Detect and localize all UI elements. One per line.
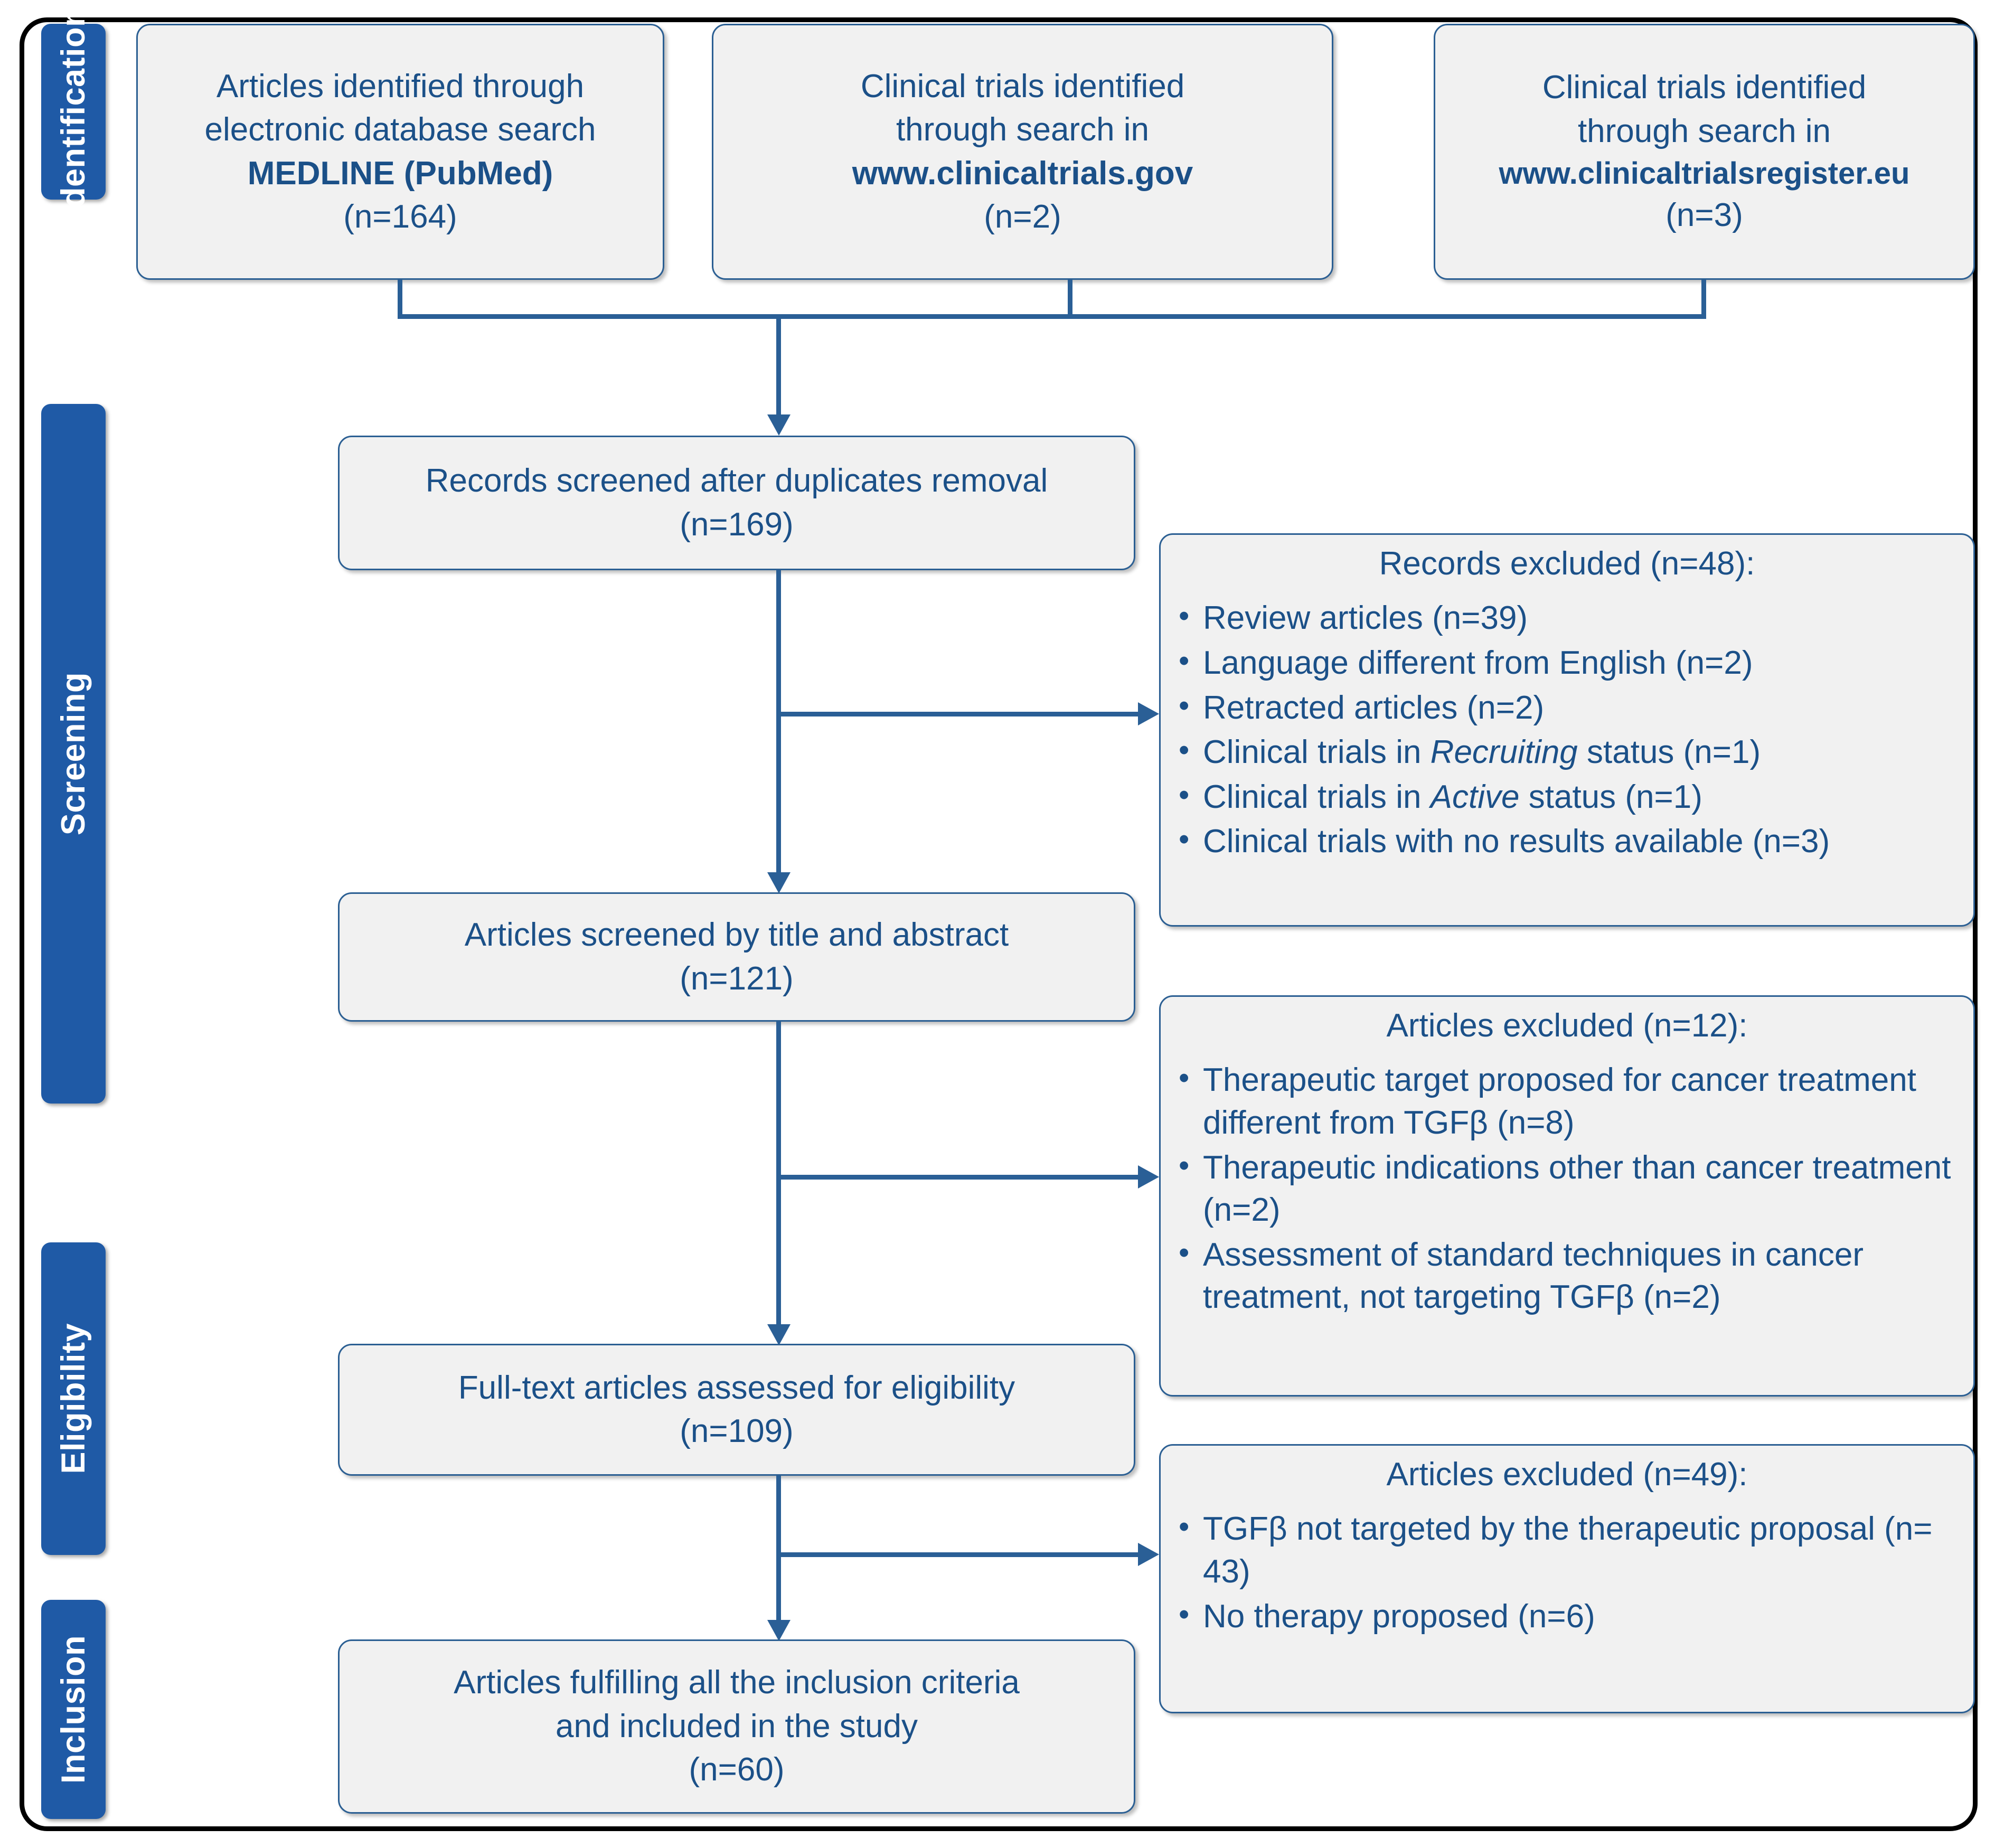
list-item: Clinical trials in Recruiting status (n=… — [1174, 730, 1960, 774]
source-box-clinicaltrialsregister-eu-line1: Clinical trials identified — [1542, 69, 1867, 106]
connector-screened-to-exclusion1 — [776, 712, 1141, 716]
exclusion-box-articles-excluded-49-title: Articles excluded (n=49): — [1386, 1456, 1748, 1493]
source-box-medline-count: (n=164) — [343, 198, 457, 235]
flow-box-records-screened[interactable]: Records screened after duplicates remova… — [338, 436, 1135, 570]
source-box-medline-line2: electronic database search — [204, 111, 596, 148]
exclusion-item-text: Review articles (n=39) — [1203, 600, 1528, 637]
list-item: Review articles (n=39) — [1174, 596, 1960, 640]
flow-box-fulltext-assessed-count: (n=109) — [680, 1413, 794, 1449]
source-box-clinicaltrialsregister-eu-line2: through search in — [1577, 112, 1831, 149]
exclusion-box-articles-excluded-49[interactable]: Articles excluded (n=49): TGFβ not targe… — [1159, 1444, 1975, 1713]
exclusion-item-text-post: status (n=1) — [1577, 734, 1761, 771]
exclusion-item-text: Therapeutic indications other than cance… — [1203, 1149, 1951, 1229]
source-box-clinicaltrialsregister-eu-line3: www.clinicaltrialsregister.eu — [1499, 156, 1910, 191]
list-item: Therapeutic target proposed for cancer t… — [1174, 1058, 1960, 1144]
exclusion-item-text: Retracted articles (n=2) — [1203, 689, 1545, 726]
exclusion-item-text-post: status (n=1) — [1519, 778, 1702, 815]
flow-box-title-abstract-screened[interactable]: Articles screened by title and abstract … — [338, 892, 1135, 1022]
flow-box-articles-included[interactable]: Articles fulfilling all the inclusion cr… — [338, 1639, 1135, 1814]
list-item: Language different from English (n=2) — [1174, 641, 1960, 685]
arrow-into-fulltext — [767, 1324, 791, 1345]
arrow-into-exclusion2 — [1138, 1165, 1159, 1189]
exclusion-box-articles-excluded-49-list: TGFβ not targeted by the therapeutic pro… — [1174, 1507, 1960, 1640]
stage-tab-identification-label: Identification — [55, 6, 92, 217]
stage-tab-inclusion[interactable]: Inclusion — [41, 1600, 106, 1819]
connector-fulltext-to-exclusion3 — [776, 1552, 1141, 1557]
list-item: Retracted articles (n=2) — [1174, 686, 1960, 730]
arrow-into-included — [767, 1620, 791, 1641]
arrow-into-title-abstract — [767, 872, 791, 893]
stage-tab-inclusion-label: Inclusion — [55, 1635, 92, 1784]
exclusion-box-records-excluded[interactable]: Records excluded (n=48): Review articles… — [1159, 533, 1975, 927]
list-item: Assessment of standard techniques in can… — [1174, 1233, 1960, 1319]
source-box-clinicaltrials-gov-count: (n=2) — [984, 198, 1061, 235]
exclusion-item-text: Assessment of standard techniques in can… — [1203, 1236, 1864, 1316]
connector-source1-down — [398, 280, 402, 318]
stage-tab-screening-label: Screening — [55, 672, 92, 836]
source-box-medline[interactable]: Articles identified through electronic d… — [136, 24, 664, 280]
arrow-into-exclusion1 — [1138, 702, 1159, 725]
exclusion-item-text: TGFβ not targeted by the therapeutic pro… — [1203, 1511, 1933, 1590]
list-item: Clinical trials in Active status (n=1) — [1174, 775, 1960, 819]
exclusion-item-text: Therapeutic target proposed for cancer t… — [1203, 1062, 1916, 1141]
flow-box-fulltext-assessed[interactable]: Full-text articles assessed for eligibil… — [338, 1344, 1135, 1476]
exclusion-box-articles-excluded-12-title: Articles excluded (n=12): — [1386, 1007, 1748, 1044]
exclusion-item-text: No therapy proposed (n=6) — [1203, 1598, 1595, 1635]
flow-box-title-abstract-screened-count: (n=121) — [680, 960, 794, 997]
exclusion-item-text: Clinical trials with no results availabl… — [1203, 823, 1830, 860]
connector-screened-down — [776, 570, 781, 884]
stage-tab-eligibility-label: Eligibility — [55, 1323, 92, 1474]
source-box-clinicaltrials-gov-line3: www.clinicaltrials.gov — [852, 155, 1193, 192]
source-box-medline-line3: MEDLINE (PubMed) — [247, 155, 553, 192]
exclusion-item-emphasis: Recruiting — [1430, 734, 1578, 771]
stage-tab-identification[interactable]: Identification — [41, 6, 106, 217]
flow-box-articles-included-count: (n=60) — [689, 1751, 785, 1788]
source-box-clinicaltrials-gov-line1: Clinical trials identified — [860, 68, 1185, 105]
source-box-medline-line1: Articles identified through — [216, 68, 585, 105]
exclusion-item-emphasis: Active — [1430, 778, 1520, 815]
exclusion-box-records-excluded-list: Review articles (n=39) Language differen… — [1174, 596, 1960, 865]
stage-tab-eligibility[interactable]: Eligibility — [41, 1242, 106, 1555]
source-box-clinicaltrialsregister-eu[interactable]: Clinical trials identified through searc… — [1434, 24, 1975, 280]
connector-merge-to-screened — [776, 314, 781, 414]
exclusion-box-records-excluded-title: Records excluded (n=48): — [1379, 545, 1755, 582]
connector-title-abstract-to-exclusion2 — [776, 1175, 1141, 1180]
flow-box-articles-included-line1: Articles fulfilling all the inclusion cr… — [454, 1664, 1020, 1701]
connector-source2-down — [1068, 280, 1072, 318]
list-item: Clinical trials with no results availabl… — [1174, 819, 1960, 863]
stage-tab-screening[interactable]: Screening — [41, 404, 106, 1104]
flow-box-articles-included-line2: and included in the study — [556, 1708, 918, 1745]
source-box-clinicaltrials-gov[interactable]: Clinical trials identified through searc… — [712, 24, 1333, 280]
source-box-clinicaltrials-gov-line2: through search in — [896, 111, 1150, 148]
list-item: TGFβ not targeted by the therapeutic pro… — [1174, 1507, 1960, 1593]
exclusion-item-text: Clinical trials in — [1203, 778, 1431, 815]
flow-box-records-screened-line1: Records screened after duplicates remova… — [425, 463, 1048, 499]
flow-box-records-screened-count: (n=169) — [680, 506, 794, 543]
exclusion-box-articles-excluded-12-list: Therapeutic target proposed for cancer t… — [1174, 1058, 1960, 1321]
list-item: Therapeutic indications other than cance… — [1174, 1146, 1960, 1232]
exclusion-item-text: Clinical trials in — [1203, 734, 1431, 771]
source-box-clinicaltrialsregister-eu-count: (n=3) — [1665, 197, 1743, 234]
arrow-into-exclusion3 — [1138, 1543, 1159, 1566]
arrow-into-screened — [767, 414, 791, 436]
flow-box-fulltext-assessed-line1: Full-text articles assessed for eligibil… — [458, 1369, 1015, 1406]
flow-box-title-abstract-screened-line1: Articles screened by title and abstract — [464, 917, 1009, 954]
exclusion-box-articles-excluded-12[interactable]: Articles excluded (n=12): Therapeutic ta… — [1159, 995, 1975, 1397]
list-item: No therapy proposed (n=6) — [1174, 1595, 1960, 1638]
exclusion-item-text: Language different from English (n=2) — [1203, 644, 1753, 681]
connector-source3-down — [1701, 280, 1706, 318]
connector-merge-bar — [398, 314, 1706, 319]
